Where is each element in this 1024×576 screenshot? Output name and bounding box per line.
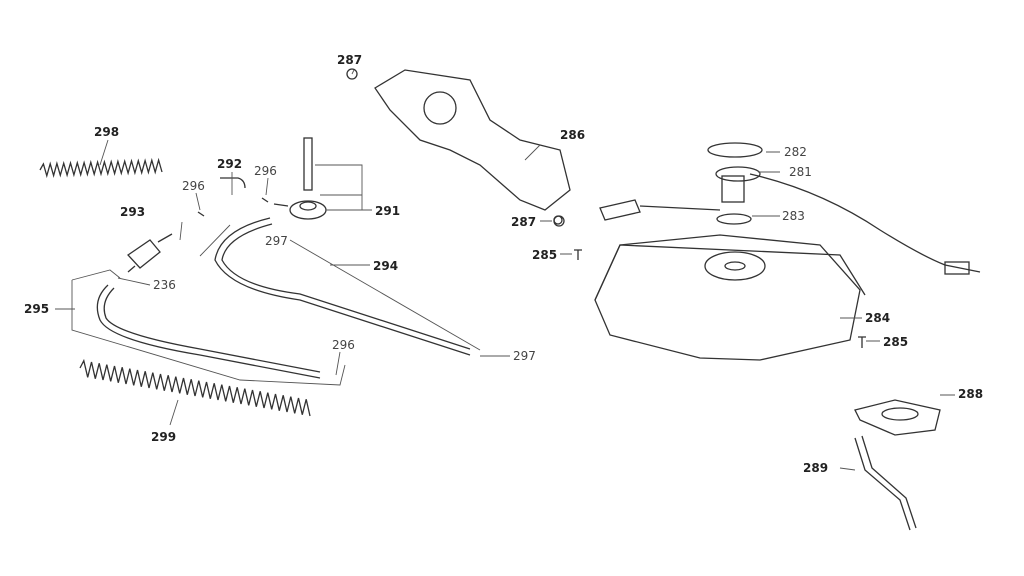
fuel-filter-293 [127,233,173,273]
label-298: 298 [94,125,119,139]
spring-298 [39,157,163,179]
label-282: 282 [784,145,807,159]
label-296-c: 236 [153,278,176,292]
fuel-sender-281 [599,142,981,275]
label-288: 288 [958,387,983,401]
leader-lines [55,69,955,471]
label-297-a: 297 [265,234,288,248]
hose-295 [71,269,346,386]
hose-289 [854,435,917,531]
label-287-top: 287 [337,53,362,67]
label-281: 281 [789,165,812,179]
fuel-tank-284 [594,234,866,361]
label-292: 292 [217,157,242,171]
label-295: 295 [24,302,49,316]
label-289: 289 [803,461,828,475]
label-299: 299 [151,430,176,444]
label-296-b: 296 [254,164,277,178]
label-285-upper: 285 [532,248,557,262]
spring-299 [79,358,311,417]
bracket-288 [854,399,941,436]
label-286: 286 [560,128,585,142]
fasteners [553,215,866,348]
label-294: 294 [373,259,398,273]
label-296-a: 296 [182,179,205,193]
label-284: 284 [865,311,890,325]
label-291: 291 [375,204,400,218]
label-285-lower: 285 [883,335,908,349]
label-297-b: 297 [513,349,536,363]
label-287: 287 [511,215,536,229]
fuel-cock-291 [197,137,363,220]
label-283: 283 [782,209,805,223]
label-293: 293 [120,205,145,219]
hose-294 [199,217,481,356]
bracket-286 [346,68,571,227]
label-296-d: 296 [332,338,355,352]
